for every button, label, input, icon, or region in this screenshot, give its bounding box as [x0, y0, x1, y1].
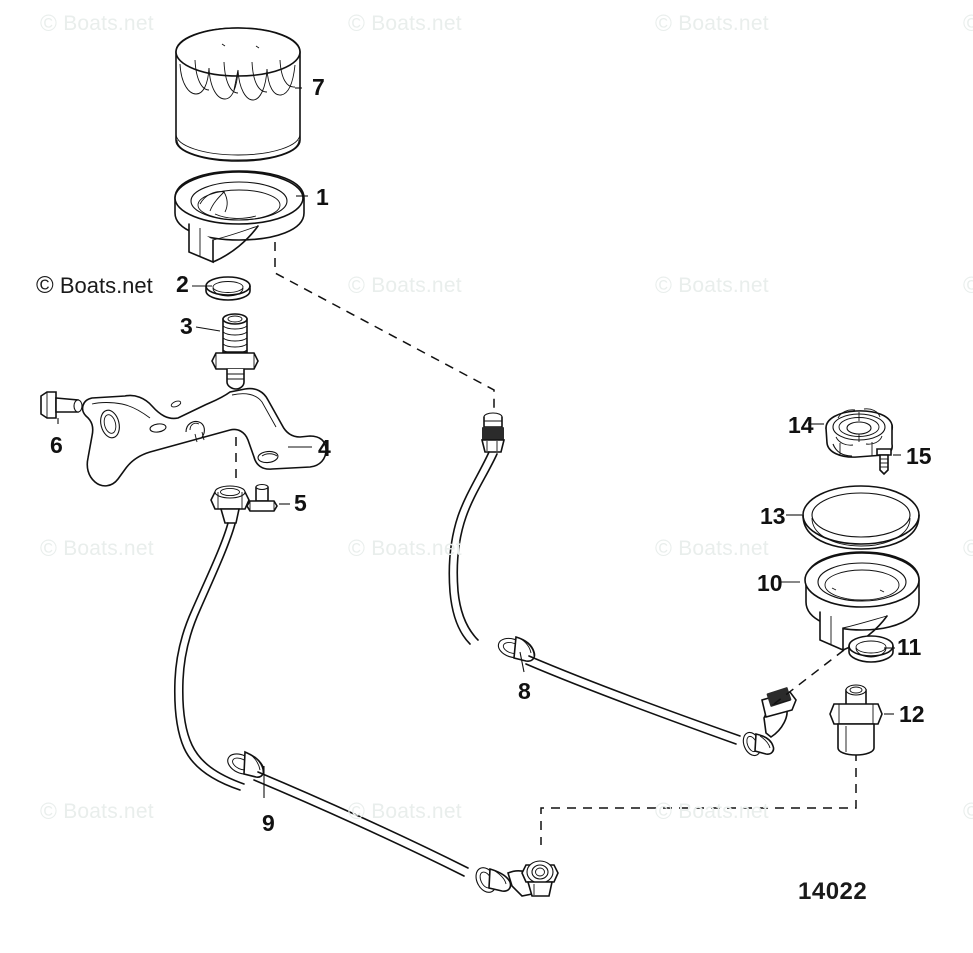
part-oil-hose-upper	[448, 412, 797, 757]
callout-6: 6	[50, 432, 63, 458]
callout-11: 11	[897, 634, 922, 660]
hose-clamp-9-end	[475, 867, 512, 893]
part-filter-nipple-stud	[195, 313, 259, 390]
callout-1: 1	[316, 184, 329, 210]
part-o-ring-small	[848, 635, 895, 663]
part-cap-assembly	[808, 408, 893, 458]
part-mounting-bracket	[81, 387, 327, 487]
part-o-ring-large	[786, 485, 920, 550]
part-bolt	[40, 391, 83, 424]
watermark-dark: © Boats.net	[36, 272, 153, 299]
callout-10: 10	[757, 570, 783, 596]
part-oil-cooler-housing	[780, 551, 920, 652]
part-screw	[876, 448, 901, 476]
hose-clamp-8-end	[742, 731, 775, 757]
callout-4: 4	[318, 435, 331, 461]
part-seal-ring	[192, 276, 251, 301]
part-fitting-plug	[246, 483, 290, 512]
leader-adapter-to-hose	[274, 242, 495, 414]
part-oil-filter-adapter	[174, 170, 308, 264]
callout-5: 5	[294, 490, 307, 516]
callout-15: 15	[906, 443, 932, 469]
part-oil-hose-lower	[173, 485, 559, 897]
part-fitting-connector	[829, 684, 894, 756]
callout-8: 8	[518, 678, 531, 704]
callout-9: 9	[262, 810, 275, 836]
hose-clamp-9	[227, 750, 265, 778]
callout-7: 7	[312, 74, 325, 100]
figure-number: 14022	[798, 878, 868, 905]
part-oil-filter	[175, 27, 302, 162]
callout-2: 2	[176, 271, 189, 297]
callout-14: 14	[788, 412, 814, 438]
callout-3: 3	[180, 313, 193, 339]
leader-connector-to-hose9	[540, 752, 857, 845]
callout-12: 12	[899, 701, 925, 727]
hose-clamp-8	[497, 635, 536, 662]
callout-13: 13	[760, 503, 786, 529]
